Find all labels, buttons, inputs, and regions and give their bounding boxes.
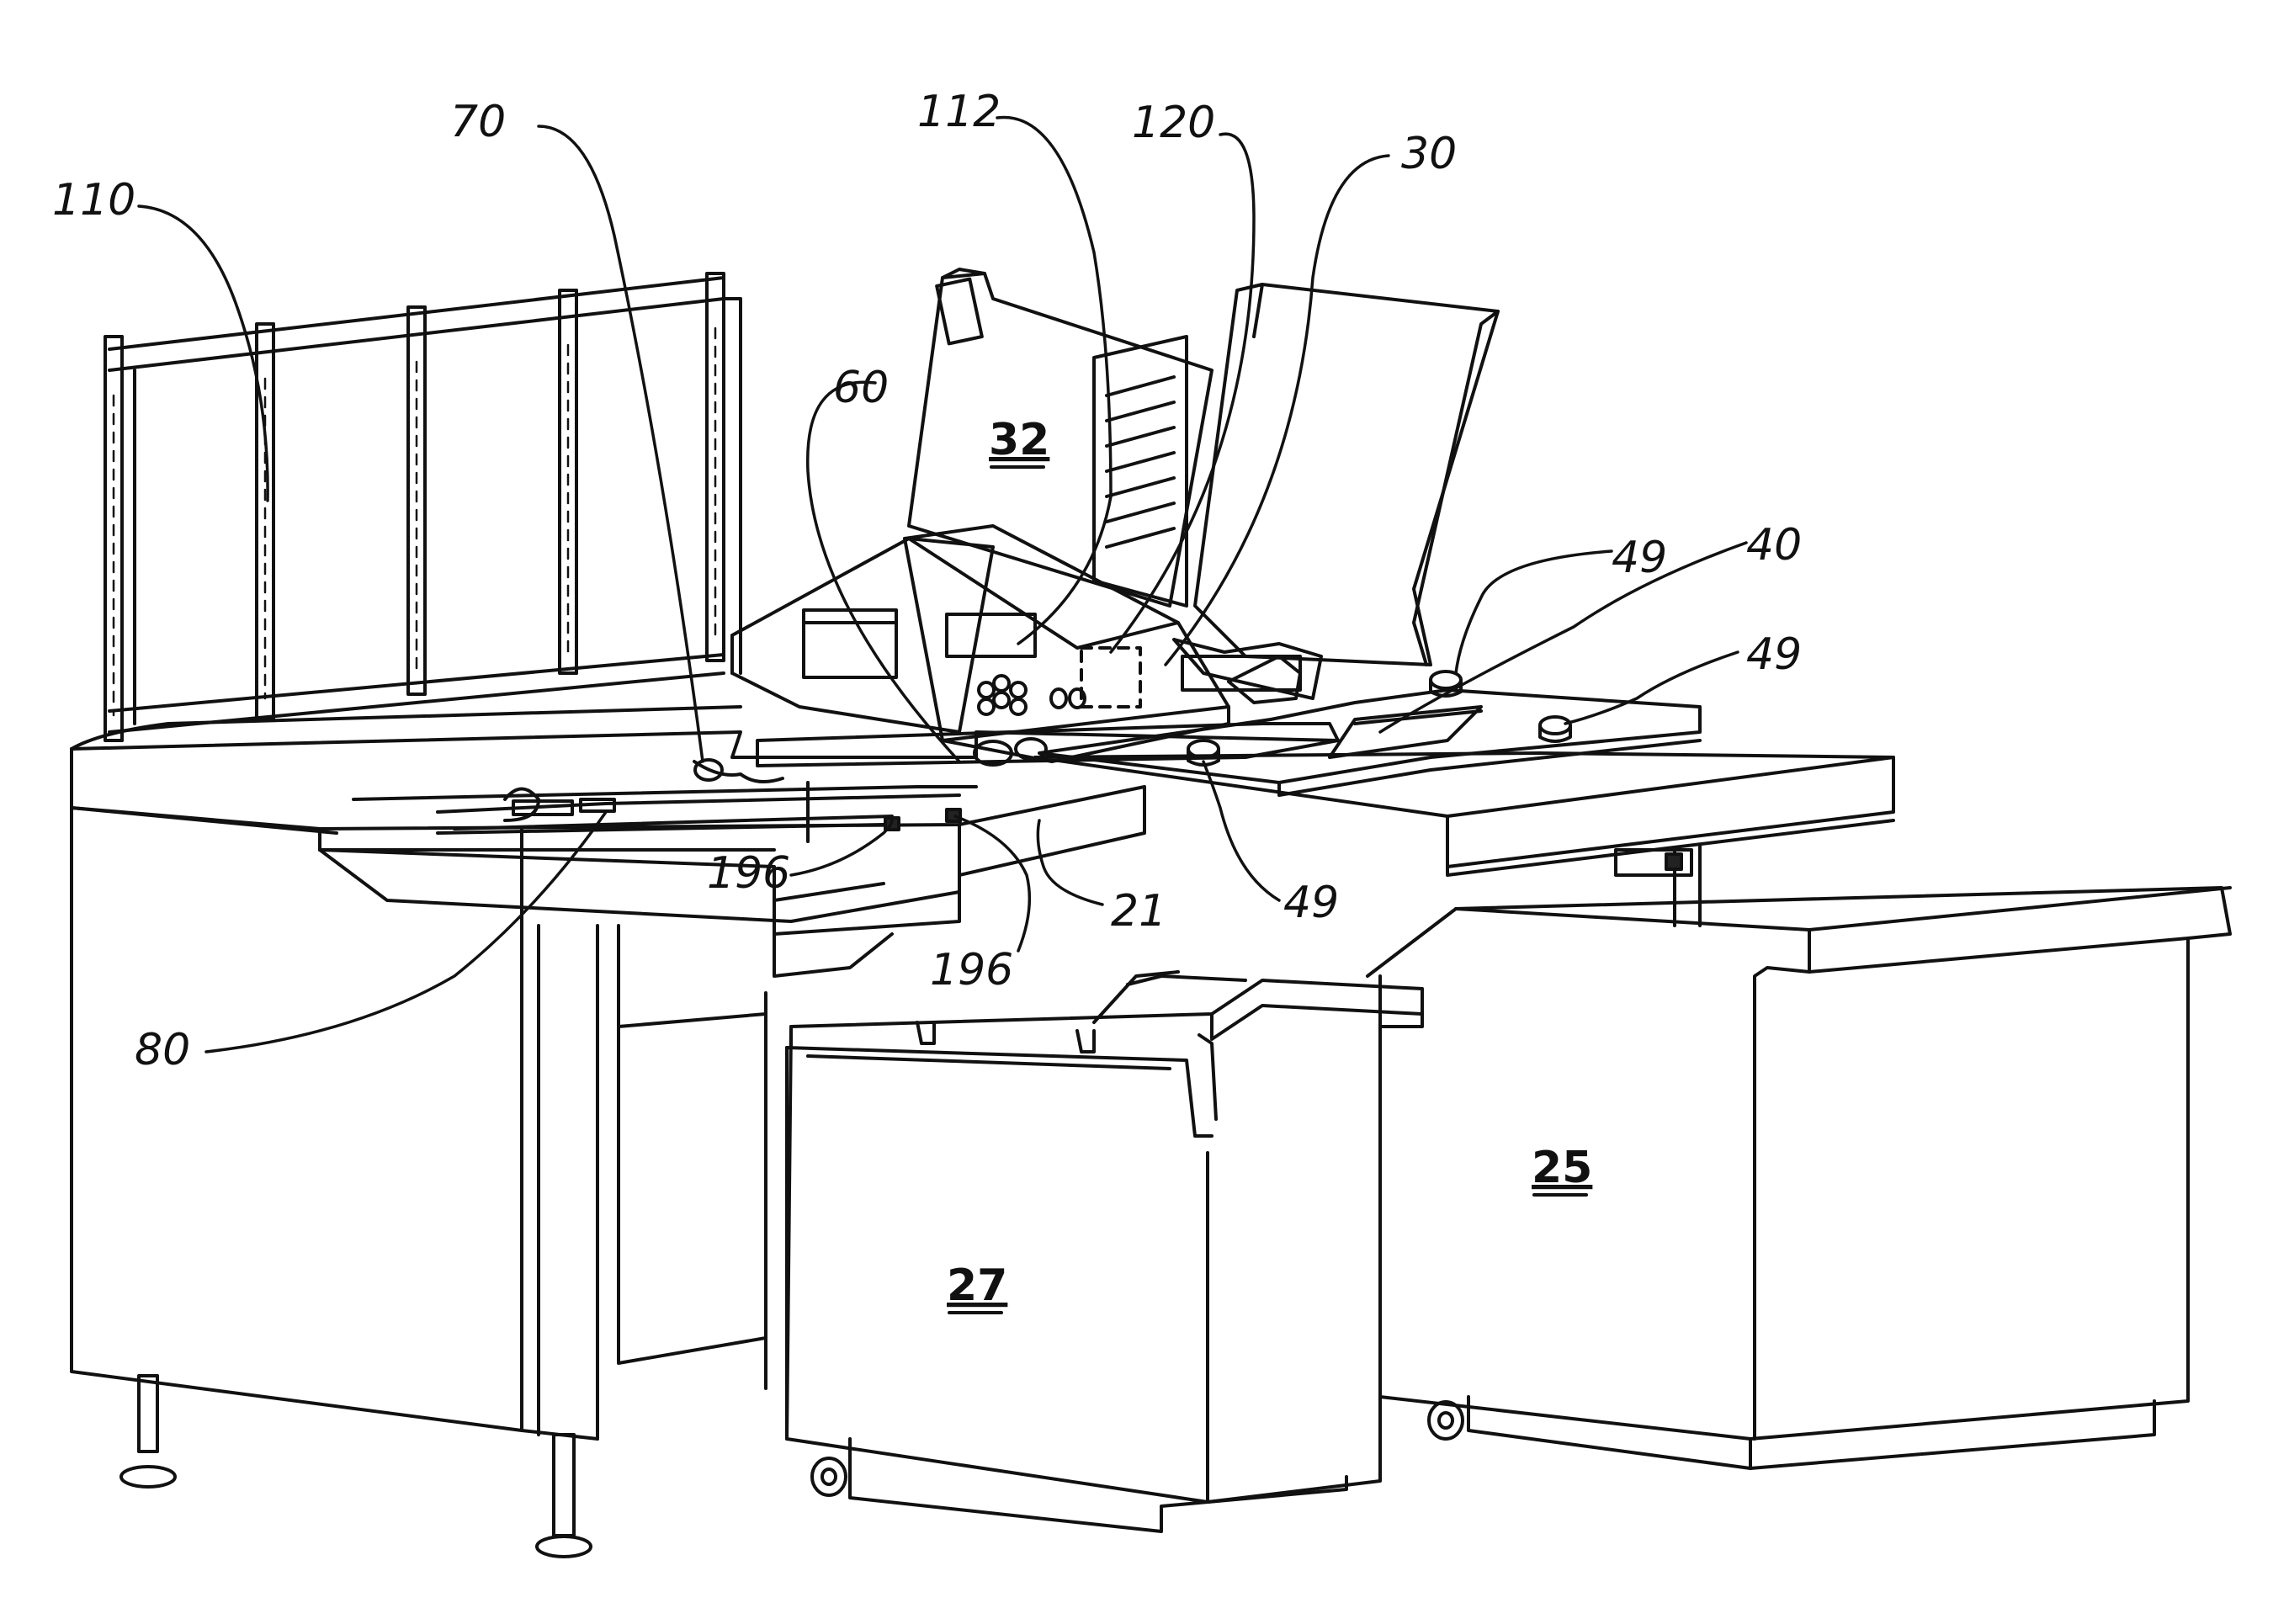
ref-label-110: 110	[52, 175, 135, 226]
ref-label-40: 40	[1746, 520, 1802, 571]
right-deck	[1039, 656, 1700, 795]
ref-label-80: 80	[135, 1025, 190, 1075]
ref-label-32: 32	[989, 415, 1049, 465]
ref-label-112: 112	[917, 87, 1001, 137]
ref-label-120: 120	[1132, 98, 1215, 148]
ref-label-25: 25	[1532, 1143, 1592, 1193]
label-underlines	[949, 467, 1586, 1313]
ref-label-27: 27	[947, 1260, 1007, 1311]
ref-label-49-top: 49	[1612, 533, 1667, 583]
ref-label-196-right: 196	[930, 945, 1013, 995]
ref-label-49-right: 49	[1746, 629, 1802, 680]
ref-label-70: 70	[450, 97, 506, 147]
ref-label-21: 21	[1111, 886, 1166, 937]
sorting-rack	[105, 273, 741, 740]
mobile-bin-25	[1368, 888, 2230, 1468]
ref-label-49-bottom: 49	[1283, 878, 1339, 928]
ref-label-60: 60	[833, 363, 889, 413]
left-workstation-cabinet	[72, 808, 766, 1557]
reference-numerals: 110 70 112 120 30 60 32 49 40 49 49 196 …	[52, 87, 1802, 1311]
ref-label-196-left: 196	[707, 848, 790, 899]
mobile-bin-27	[787, 972, 1422, 1531]
ref-label-30: 30	[1401, 129, 1457, 179]
